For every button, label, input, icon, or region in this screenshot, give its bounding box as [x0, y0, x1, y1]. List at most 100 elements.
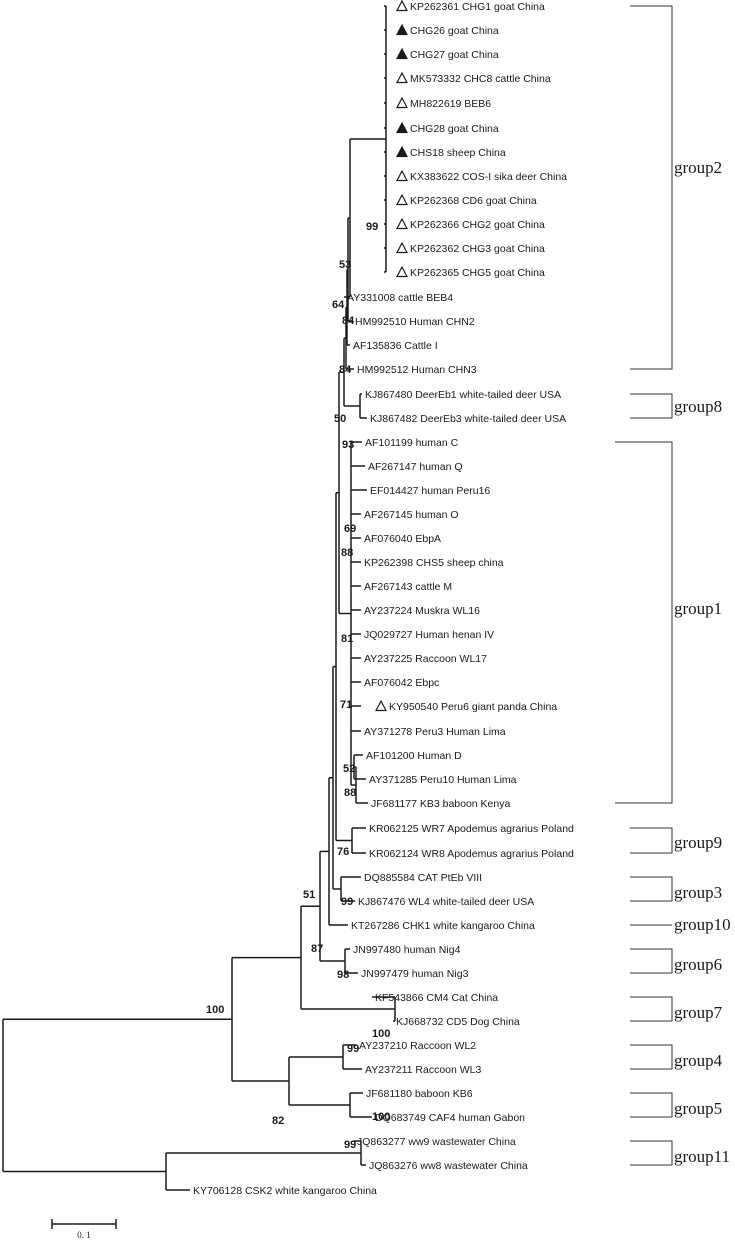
group-bracket: [630, 948, 673, 974]
bootstrap-value: 64: [332, 299, 345, 311]
taxon-label: KR062124 WR8 Apodemus agrarius Poland: [369, 848, 574, 860]
taxon-label: AF076042 Ebpc: [364, 677, 439, 689]
bootstrap-value: 100: [372, 1028, 390, 1040]
taxon-label: KX383622 COS-I sika deer China: [410, 171, 567, 183]
taxon-label: DQ885584 CAT PtEb VIII: [364, 872, 482, 884]
bootstrap-value: 51: [303, 889, 315, 901]
taxon-label: JN997479 human Nig3: [361, 968, 469, 980]
filled-triangle-icon: [396, 23, 408, 36]
bootstrap-value: 100: [372, 1111, 390, 1123]
taxon-markers: [375, 0, 408, 712]
group-label: group8: [674, 397, 722, 416]
taxon-label: AF101200 Human D: [366, 750, 462, 762]
taxon-label: JN997480 human Nig4: [353, 944, 461, 956]
group-label: group11: [674, 1147, 730, 1166]
taxon-label: AY237225 Raccoon WL17: [364, 653, 487, 665]
taxon-label: MH822619 BEB6: [410, 98, 491, 110]
taxon-label: MK573332 CHC8 cattle China: [410, 73, 551, 85]
taxon-label: KY706128 CSK2 white kangaroo China: [193, 1185, 377, 1197]
bootstrap-value: 99: [347, 1043, 359, 1055]
bootstrap-value: 82: [272, 1115, 284, 1127]
bootstrap-value: 88: [344, 787, 356, 799]
taxon-label: JQ863276 ww8 wastewater China: [369, 1160, 528, 1172]
taxon-label: AF076040 EbpA: [364, 533, 441, 545]
bootstrap-value: 84: [339, 364, 352, 376]
filled-triangle-icon: [396, 47, 408, 60]
group-label: group10: [674, 915, 731, 934]
group-label: group5: [674, 1099, 722, 1118]
taxon-label: KP262366 CHG2 goat China: [410, 219, 545, 231]
bootstrap-value: 84: [342, 315, 355, 327]
taxon-label: AF135836 Cattle I: [353, 340, 438, 352]
bootstrap-values: 9953648484509369888171528876995198871001…: [206, 221, 390, 1151]
open-triangle-icon: [396, 241, 408, 254]
taxon-label: JF681180 baboon KB6: [366, 1088, 473, 1100]
taxon-label: JQ029727 Human henan IV: [364, 629, 494, 641]
group-bracket: [630, 1140, 673, 1166]
group-label: group1: [674, 599, 722, 618]
taxon-label: EF014427 human Peru16: [370, 485, 490, 497]
group-label: group4: [674, 1051, 723, 1070]
scale-bar: 0. 1: [51, 1219, 117, 1240]
taxon-label: KF543866 CM4 Cat China: [375, 992, 498, 1004]
taxon-label: JQ863277 ww9 wastewater China: [357, 1136, 516, 1148]
open-triangle-icon: [375, 699, 387, 712]
taxon-label: JF681177 KB3 baboon Kenya: [371, 798, 510, 810]
group-label: group2: [674, 158, 722, 177]
open-triangle-icon: [396, 0, 408, 12]
taxon-label: KP262398 CHS5 sheep china: [364, 557, 504, 569]
group-bracket: [630, 876, 673, 902]
group-label: group6: [674, 955, 722, 974]
open-triangle-icon: [396, 217, 408, 230]
taxon-label: CHG27 goat China: [410, 49, 499, 61]
taxon-label: CHG28 goat China: [410, 123, 499, 135]
taxon-label: KJ867476 WL4 white-tailed deer USA: [358, 896, 534, 908]
bootstrap-value: 87: [311, 943, 323, 955]
filled-triangle-icon: [396, 145, 408, 158]
taxon-label: AY237224 Muskra WL16: [364, 605, 480, 617]
bootstrap-value: 50: [334, 413, 346, 425]
group-bracket: [615, 441, 673, 804]
taxon-label: KR062125 WR7 Apodemus agrarius Poland: [369, 823, 574, 835]
bootstrap-value: 99: [341, 896, 353, 908]
taxon-label: AY331008 cattle BEB4: [347, 292, 453, 304]
bootstrap-value: 71: [340, 699, 352, 711]
taxon-label: KT267286 CHK1 white kangaroo China: [351, 920, 535, 932]
taxon-label: AY371285 Peru10 Human Lima: [369, 774, 517, 786]
group-bracket: [630, 393, 673, 419]
taxon-label: CHG26 goat China: [410, 25, 499, 37]
open-triangle-icon: [396, 169, 408, 182]
bootstrap-value: 100: [206, 1004, 224, 1016]
bootstrap-value: 99: [366, 221, 378, 233]
group-brackets: group2 group8 group1 group9 group3 group10 gro…: [615, 5, 731, 1166]
open-triangle-icon: [396, 265, 408, 278]
bootstrap-value: 88: [341, 547, 353, 559]
taxon-label: KJ668732 CD5 Dog China: [396, 1016, 520, 1028]
group-label: group9: [674, 833, 722, 852]
bootstrap-value: 81: [341, 633, 353, 645]
taxon-label: AF267147 human Q: [368, 461, 463, 473]
open-triangle-icon: [396, 96, 408, 109]
taxon-label: HM992512 Human CHN3: [357, 364, 477, 376]
bootstrap-value: 53: [339, 259, 351, 271]
open-triangle-icon: [396, 71, 408, 84]
bootstrap-value: 99: [344, 1139, 356, 1151]
filled-triangle-icon: [396, 121, 408, 134]
group-bracket: [630, 996, 673, 1022]
taxon-label: AF101199 human C: [365, 437, 459, 449]
taxon-label: AY237210 Raccoon WL2: [359, 1040, 476, 1052]
group-bracket: [630, 5, 673, 370]
taxon-label: KP262362 CHG3 goat China: [410, 243, 545, 255]
tree-branches: [2, 5, 396, 1191]
taxon-label: AY371278 Peru3 Human Lima: [364, 726, 506, 738]
bootstrap-value: 76: [337, 846, 349, 858]
taxon-label: KJ867482 DeerEb3 white-tailed deer USA: [370, 413, 566, 425]
taxon-label: AF267143 cattle M: [364, 581, 452, 593]
group-label: group3: [674, 883, 722, 902]
group-bracket: [630, 1092, 673, 1118]
bootstrap-value: 52: [343, 763, 355, 775]
taxon-label: AF267145 human O: [364, 509, 459, 521]
taxon-label: KP262361 CHG1 goat China: [410, 1, 545, 13]
